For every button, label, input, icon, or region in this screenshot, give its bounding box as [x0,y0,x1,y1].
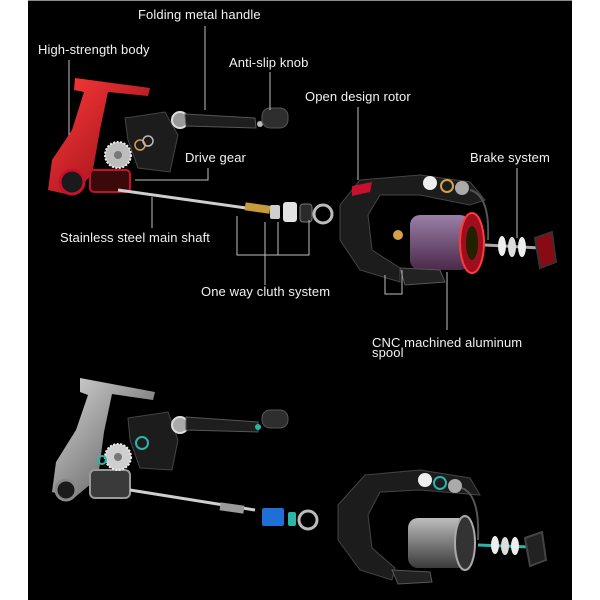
label-anti-slip-knob: Anti-slip knob [229,55,309,70]
label-open-design-rotor: Open design rotor [305,89,411,104]
label-drive-gear: Drive gear [185,150,246,165]
silver-reel [52,378,548,585]
label-one-way-clutch-system: One way cluth system [201,284,331,299]
label-high-strength-body: High-strength body [38,42,150,57]
label-stainless-steel-main-shaft: Stainless steel main shaft [60,230,211,245]
leader-lines [68,26,518,330]
label-brake-system: Brake system [470,150,550,165]
product-panel [28,0,572,600]
label-folding-metal-handle: Folding metal handle [138,7,261,22]
red-reel [48,78,558,286]
label-cnc-spool-line2: spool [372,345,404,360]
label-cnc-spool-line1: CNC machined aluminum [372,335,523,350]
